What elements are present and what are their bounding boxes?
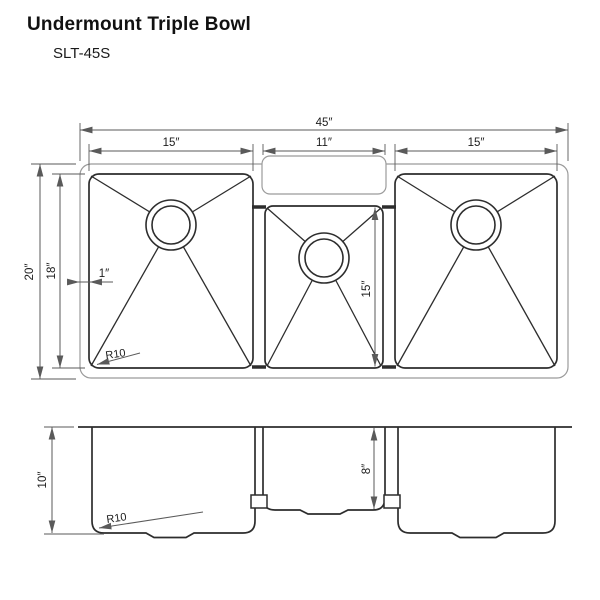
dim-bowl-depth: 18″ xyxy=(46,173,85,369)
left-bowl-outline xyxy=(88,173,254,369)
dim-overall-depth: 20″ xyxy=(24,163,76,380)
page-title: Undermount Triple Bowl xyxy=(27,14,251,35)
dim-45-label: 45″ xyxy=(316,117,333,129)
dim-8-label: 8″ xyxy=(361,464,373,474)
model-number: SLT-45S xyxy=(53,45,111,62)
dim-18-label: 18″ xyxy=(46,263,58,280)
dim-left-bowl-width: 15″ xyxy=(88,137,254,171)
dim-1-label: 1″ xyxy=(99,268,109,280)
r10-front-label: R10 xyxy=(106,511,128,526)
left-divider-clip xyxy=(250,494,268,509)
right-divider-clip xyxy=(383,494,401,509)
dim-front-bowl-height: 10″ xyxy=(37,426,104,535)
dim-10-label: 10″ xyxy=(37,472,49,489)
radius-callout-front: R10 xyxy=(98,511,204,530)
r10-top-label: R10 xyxy=(105,347,127,362)
dim-20-label: 20″ xyxy=(24,264,36,281)
dim-right-bowl-width: 15″ xyxy=(394,137,558,171)
dim-15-middle-label: 15″ xyxy=(361,281,373,298)
divider-caps xyxy=(252,205,396,369)
dim-rim-offset: 1″ xyxy=(67,268,113,286)
dim-middle-bowl-width: 11″ xyxy=(262,137,386,155)
faucet-deck-recess xyxy=(261,155,387,195)
right-bowl-outline xyxy=(394,173,558,369)
middle-bowl-outline xyxy=(264,205,384,369)
dim-front-middle-height: 8″ xyxy=(361,428,378,509)
dim-middle-bowl-depth: 15″ xyxy=(361,207,379,367)
middle-drain-icon xyxy=(298,232,350,284)
front-right-bowl xyxy=(397,427,556,539)
front-left-bowl xyxy=(91,427,256,539)
front-view: 10″ 8″ R10 xyxy=(37,426,572,539)
dim-overall-width: 45″ xyxy=(79,117,569,161)
top-view: 45″ 15″ 11″ 15″ 20″ xyxy=(24,117,569,380)
dim-11-label: 11″ xyxy=(316,137,332,149)
left-drain-icon xyxy=(145,199,197,251)
dim-15-right-label: 15″ xyxy=(468,137,485,149)
right-drain-icon xyxy=(450,199,502,251)
drawing-header: Undermount Triple Bowl SLT-45S xyxy=(27,14,251,62)
dim-15-left-label: 15″ xyxy=(163,137,180,149)
radius-callout-top: R10 xyxy=(96,347,141,365)
